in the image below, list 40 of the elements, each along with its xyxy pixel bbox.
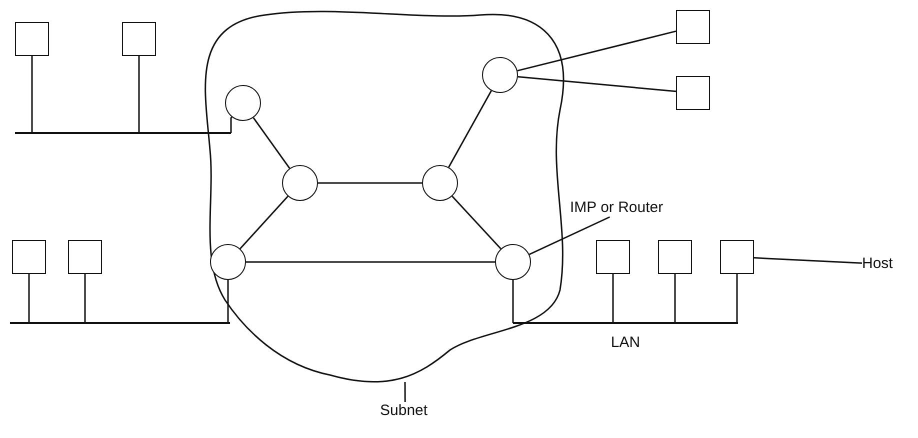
leader-line	[754, 257, 862, 264]
router-node	[210, 244, 246, 280]
link-line	[246, 261, 495, 263]
router-node	[282, 165, 318, 201]
link-line	[612, 274, 614, 323]
link-line	[84, 274, 86, 323]
leader-line	[404, 382, 406, 402]
router-node	[225, 85, 261, 121]
host-box	[658, 240, 692, 274]
leader-line	[528, 216, 610, 256]
link-line	[31, 56, 33, 133]
link-line	[227, 280, 229, 323]
link-line	[448, 90, 492, 168]
host-box	[676, 10, 710, 44]
link-line	[240, 196, 288, 250]
host-box	[68, 240, 102, 274]
link-line	[230, 116, 232, 133]
link-line	[736, 274, 738, 323]
host-box	[12, 240, 46, 274]
link-line	[138, 56, 140, 133]
host-box	[676, 76, 710, 110]
callout-label: Host	[862, 255, 900, 273]
link-line	[252, 117, 290, 169]
callout-label: IMP or Router	[570, 199, 688, 217]
link-line	[452, 196, 502, 250]
host-box	[122, 22, 156, 56]
router-node	[422, 165, 458, 201]
router-node	[495, 244, 531, 280]
callout-label: Subnet	[380, 402, 432, 420]
link-line	[518, 76, 676, 92]
link-line	[512, 280, 514, 323]
link-line	[28, 274, 30, 323]
link-line	[674, 274, 676, 323]
host-box	[720, 240, 754, 274]
host-box	[15, 22, 49, 56]
link-line	[318, 182, 422, 184]
link-line	[517, 30, 676, 72]
router-node	[482, 57, 518, 93]
network-label: LAN	[610, 334, 640, 351]
host-box	[596, 240, 630, 274]
